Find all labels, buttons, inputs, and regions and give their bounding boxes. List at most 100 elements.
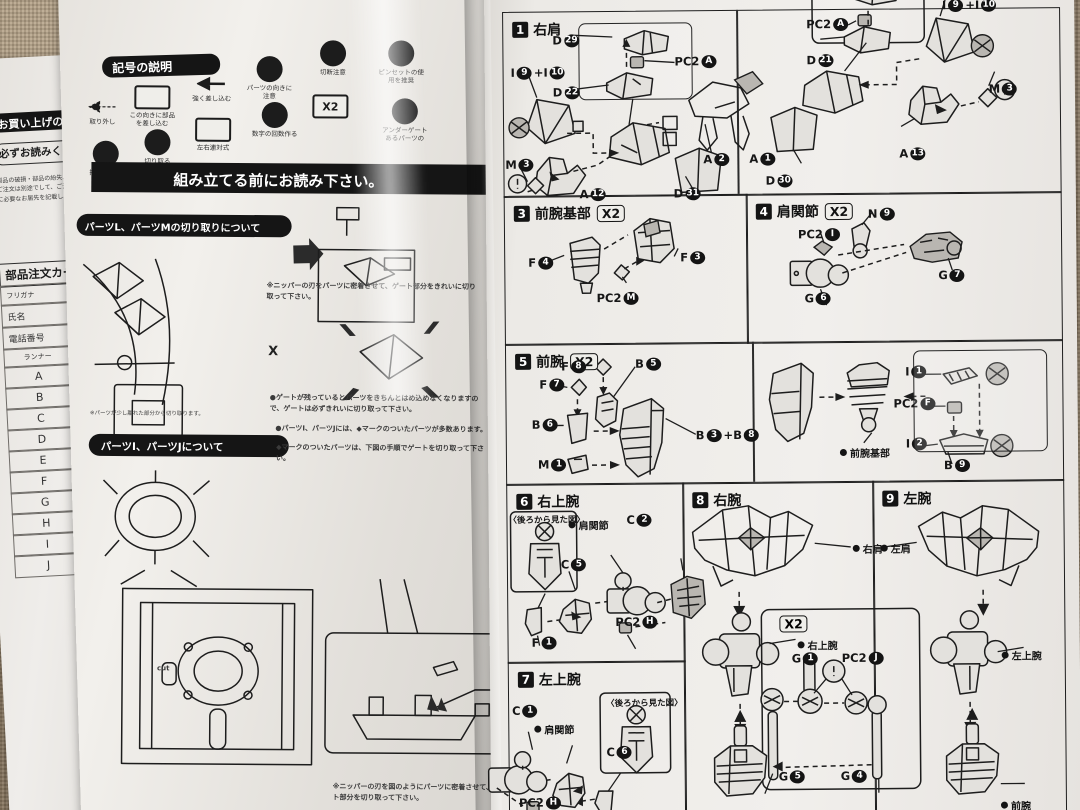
section-lm-note-a: ※ニッパーの刃をパーツに密着させて、ゲート部分をきれいに切り取って下さい。 [266,281,476,301]
lm-footnote: ※パーツが少し離れた部分から切り取ります。 [89,410,204,418]
arrow-solid-icon: 強く差し込む [189,76,235,104]
cut-icon-caption: 切断注意 [319,68,346,77]
label-right-shoulder: 右肩 [852,541,883,556]
label-right-upper-arm: 右上腕 [797,637,838,652]
arrow-dashed-icon-glyph [87,99,117,115]
mirror-icon: 左右連対式 [190,117,236,153]
label-shoulder-joint-6: 肩関節 [568,517,609,532]
label-shoulder-joint-7: 肩関節 [534,721,574,737]
x2-icon: X2 [307,94,353,120]
tweezers-icon-caption: ピンセットの使用を推奨 [378,68,424,85]
nipper-icon-glyph [144,129,171,156]
insert-part-icon-glyph [134,85,171,110]
section-ij-title: パーツI、パーツJについて [100,440,224,454]
nipper-icon: 切り取る [134,129,180,166]
step-4-title: 肩関節 [776,204,819,221]
inset-repeat-badge: X2 [779,615,808,633]
step-3-title: 前腕基部 [534,206,591,223]
cut-icon-glyph [319,40,347,67]
step-3-number: 3 [513,205,530,222]
bullet-icon [797,641,805,649]
cut-icon: 切断注意 [310,40,356,77]
step-4-number: 4 [755,203,772,220]
step-6-number: 6 [516,493,533,510]
step-7-number: 7 [517,671,534,688]
label-PC2-A-letter: A [701,54,717,68]
repeat-icon-caption: 数字の回数作る [251,129,298,139]
attention-icon: パーツの向きに注意 [246,56,292,101]
undergate-icon-caption: アンダーゲートあるパーツの [382,126,428,143]
step-8-header: 8 右腕 [692,490,741,510]
bullet-icon [1000,801,1009,809]
step-8-title: 右腕 [713,492,742,510]
runner-row-letter: J [13,551,84,579]
step-5-title: 前腕 [536,354,565,371]
tweezers-icon: ピンセットの使用を推奨 [378,40,424,85]
step-4-repeat: X2 [824,202,854,220]
step-1-number: 1 [512,21,529,38]
step-8-number: 8 [692,492,709,509]
label-D29-num: 29 [563,33,579,47]
insert-part-icon-caption: この向きに部品を差し込む [129,111,176,128]
step-3-repeat: X2 [596,204,626,222]
section-lm-title: パーツL、パーツMの切り取りについて [84,222,261,235]
mirror-icon-caption: 左右連対式 [196,143,230,152]
step-7-header: 7 左上腕 [517,669,581,690]
step-grid: 1 右肩 [487,0,1069,810]
attention-icon-caption: パーツの向きに注意 [246,83,293,101]
bullet-icon [1001,651,1009,659]
step-4-header: 4 肩関節 X2 [755,201,854,222]
step-3-header: 3 前腕基部 X2 [513,203,626,224]
label-PC2-A-text: PC2 [674,54,700,69]
insert-part-icon: この向きに部品を差し込む [129,85,175,128]
undergate-icon-glyph [391,98,418,125]
section-ij-note-b: ◆マークのついたパーツは、下図の手順でゲートを切り取って下さい。 [276,443,485,463]
label-left-upper-arm: 左上腕 [1001,647,1042,663]
section-ij-note-a: ●パーツI、パーツJには、◆マークのついたパーツが多数あります。 [275,424,488,434]
read-before-text: 組み立てる前にお読み下さい。 [173,171,384,191]
tweezers-icon-glyph [388,40,415,67]
section-lm-note-b: ●ゲートが残っているとパーツをきちんとはめ込めなくなりますので、ゲートは必ずきれ… [269,393,479,414]
x2-icon-glyph: X2 [312,94,349,119]
step-5-inset [913,349,1048,453]
mirror-icon-glyph [195,117,232,142]
arrow-solid-icon-caption: 強く差し込む [192,94,232,103]
repeat-icon: 数字の回数作る [251,101,298,139]
cell-step-9 [872,479,1068,810]
label-D29: D 29 D29 [552,33,579,48]
arrow-dashed-icon: 取り外し [79,99,125,127]
cell-step-8 [682,480,878,810]
symbol-legend-page: 記号の説明 取り外しこの向きに部品を差し込む強く差し込むパーツの向きに注意切断注… [58,0,512,810]
arrow-dashed-icon-caption: 取り外し [89,117,116,126]
step-9-header: 9 左腕 [882,488,931,508]
